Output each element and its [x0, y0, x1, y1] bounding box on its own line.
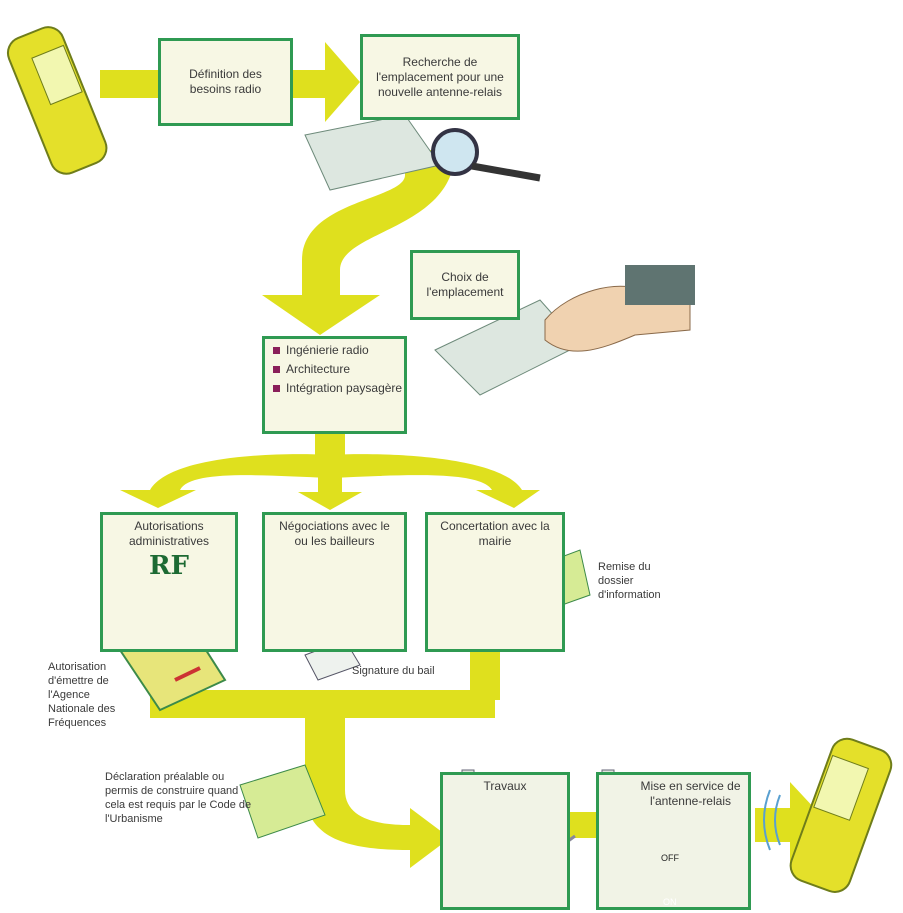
- box-autorisations: Autorisations administratives RF: [100, 512, 238, 652]
- note-permis: Déclaration préalable ou permis de const…: [105, 771, 252, 825]
- switch-on-label: ON: [663, 897, 677, 907]
- etude-item-3: Intégration paysagère: [273, 381, 404, 396]
- box-negociations-text: Négociations avec le ou les bailleurs: [279, 519, 390, 548]
- hand-map-icon: [434, 265, 695, 396]
- arrow-bottom-curve: [305, 705, 450, 868]
- bullet-square: [273, 347, 280, 354]
- bullet-square: [273, 366, 280, 373]
- note-anfr: Autorisation d'émettre de l'Agence Natio…: [48, 661, 116, 729]
- box-besoins-text: Définition des besoins radio: [189, 67, 262, 96]
- box-concertation: Concertation avec la mairie: [425, 512, 565, 652]
- etude-item-1-text: Ingénierie radio: [286, 343, 369, 357]
- box-choix-text: Choix de l'emplacement: [426, 270, 504, 299]
- box-travaux: Travaux: [440, 772, 570, 910]
- arrow-curve-down: [262, 150, 455, 335]
- note-bail: Signature du bail: [352, 665, 435, 677]
- box-recherche-text: Recherche de l'emplacement pour une nouv…: [376, 54, 504, 99]
- box-autorisations-text: Autorisations administratives: [128, 519, 210, 548]
- arrow-bottom-final: [755, 782, 830, 868]
- etude-item-2: Architecture: [273, 362, 404, 377]
- etude-item-3-text: Intégration paysagère: [286, 381, 403, 395]
- note-dossier: Remise du dossier d'information: [598, 561, 661, 601]
- box-choix: Choix de l'emplacement: [410, 250, 520, 320]
- box-besoins-radio: Définition des besoins radio: [158, 38, 293, 126]
- box-etudes: Ingénierie radio Architecture Intégratio…: [262, 336, 407, 434]
- box-recherche: Recherche de l'emplacement pour une nouv…: [360, 34, 520, 120]
- rf-emblem-text: RF: [148, 551, 190, 581]
- switch-off-label: OFF: [661, 853, 679, 863]
- box-negociations: Négociations avec le ou les bailleurs: [262, 512, 407, 652]
- map-magnifier-icon: [304, 114, 541, 191]
- arrow-split-right: [330, 454, 540, 508]
- box-mise-en-service: Mise en service de l'antenne-relais OFF …: [596, 772, 751, 910]
- etude-item-2-text: Architecture: [286, 362, 351, 376]
- arrow-split-left: [120, 454, 330, 508]
- etude-item-1: Ingénierie radio: [273, 343, 404, 358]
- phone-right-icon: [763, 737, 893, 893]
- box-mise-en-service-text: Mise en service de l'antenne-relais: [640, 779, 741, 808]
- phone-left-icon: [6, 26, 108, 175]
- box-travaux-text: Travaux: [483, 779, 527, 793]
- bullet-square: [273, 385, 280, 392]
- permit-document-icon: [239, 764, 326, 839]
- arrow-split-center: [298, 470, 362, 510]
- box-concertation-text: Concertation avec la mairie: [440, 519, 550, 548]
- collector-right: [470, 640, 500, 700]
